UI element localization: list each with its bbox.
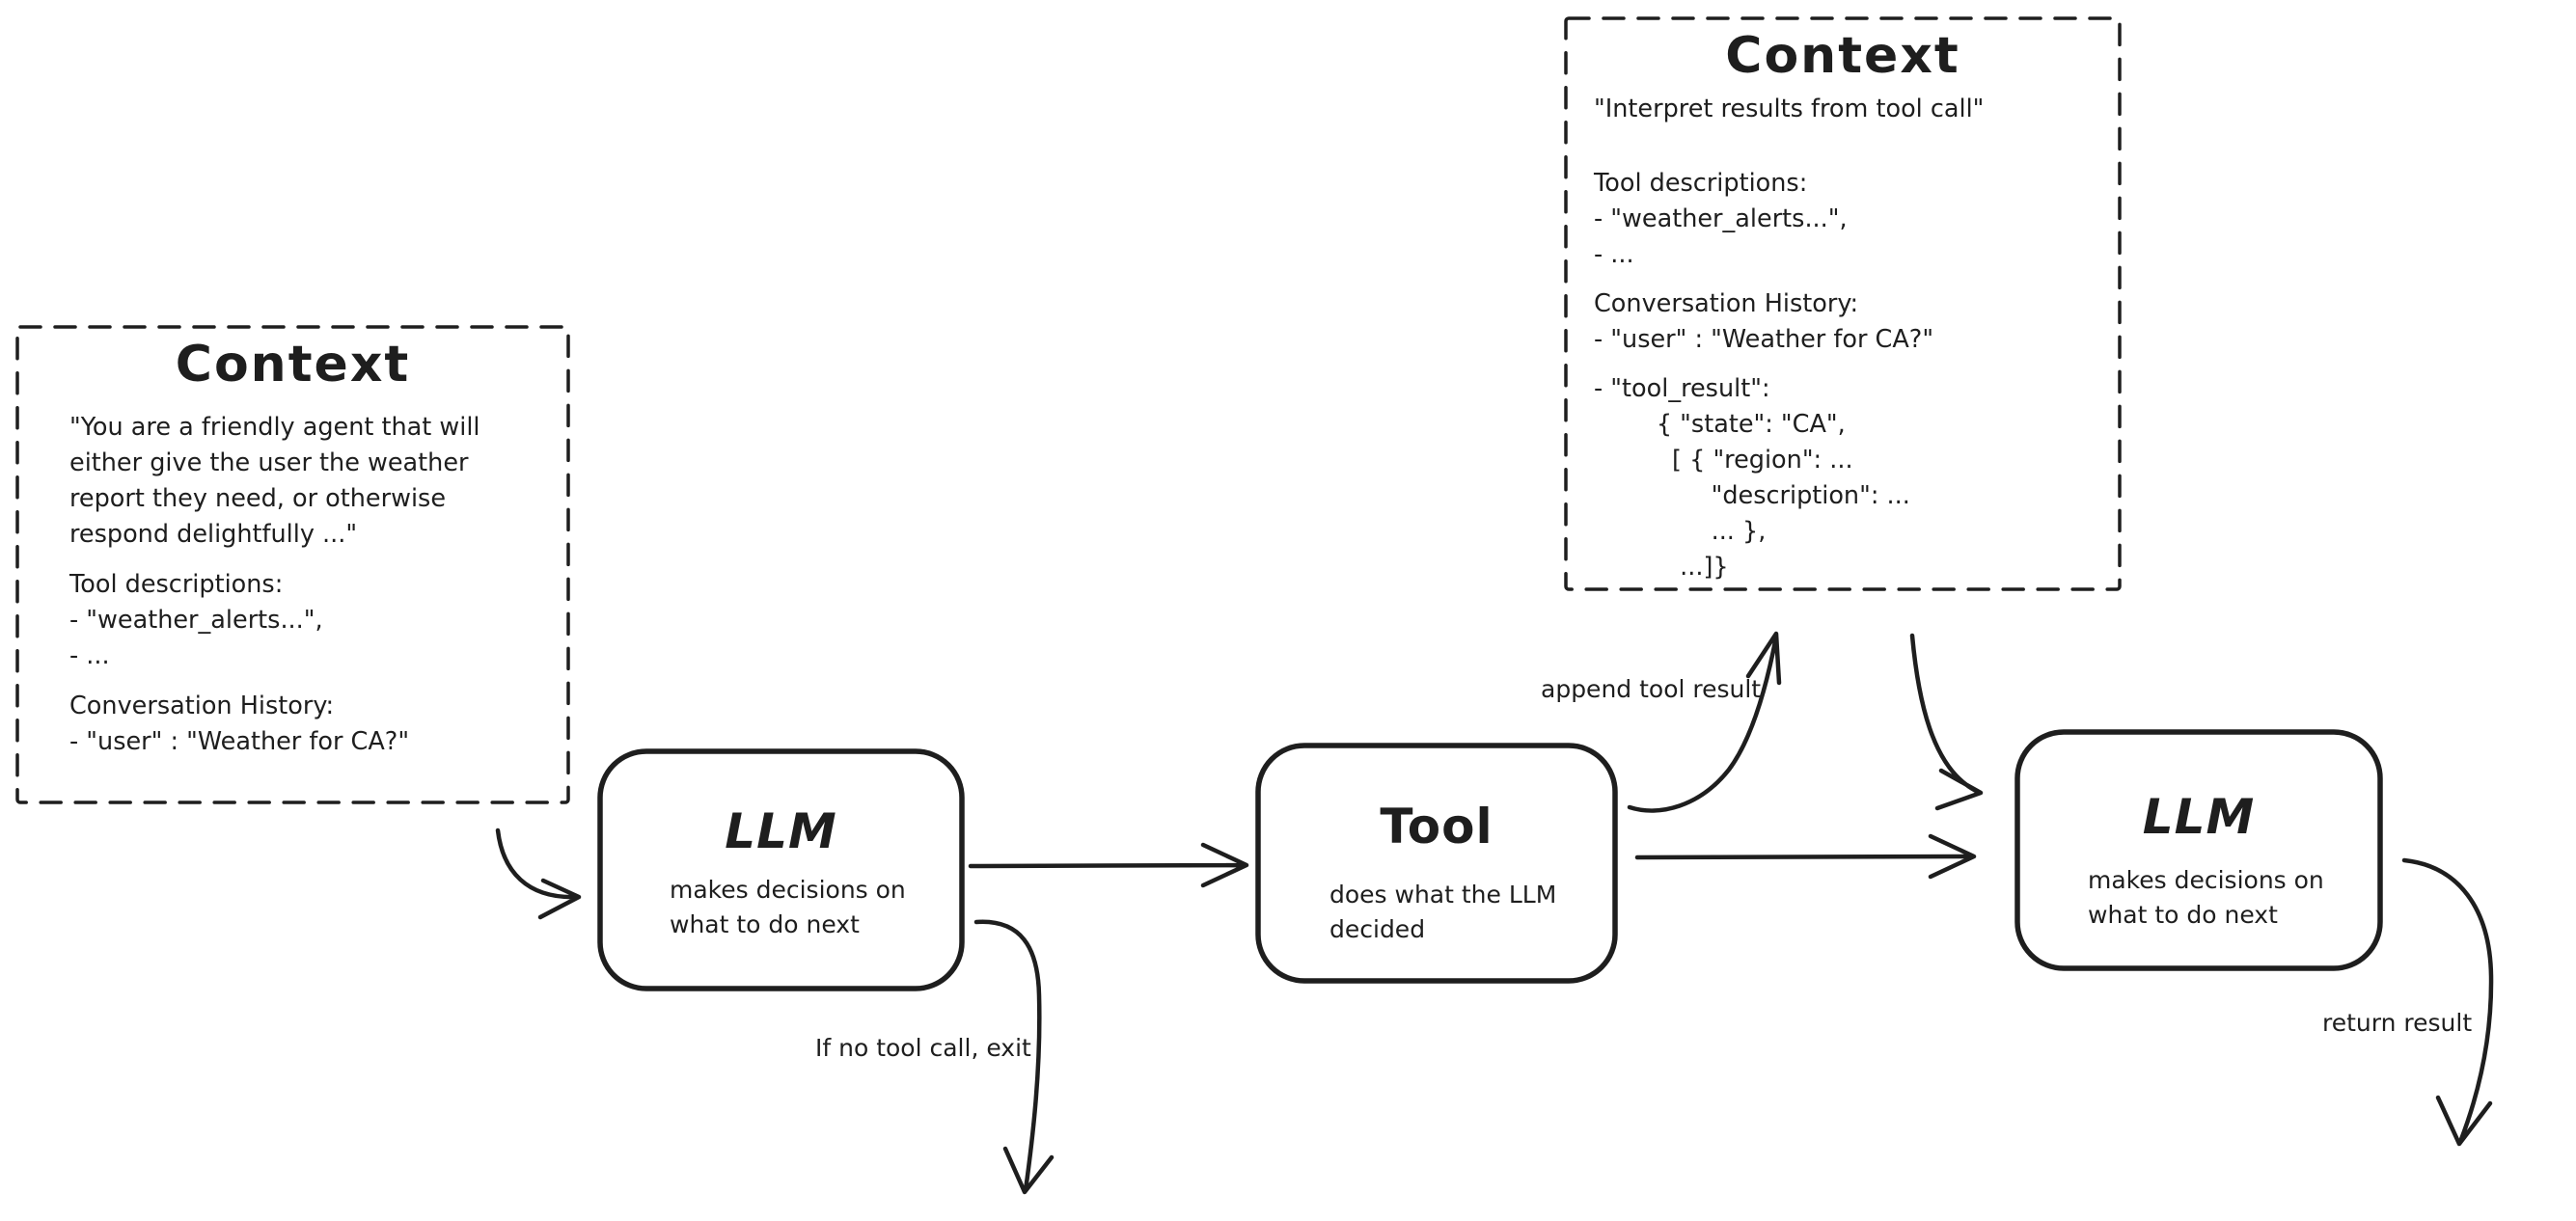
llm2-subtitle: makes decisions on what to do next	[2088, 866, 2324, 929]
tool-node-box	[1255, 743, 1618, 984]
context-left-conversation-history: Conversation History: - "user" : "Weathe…	[69, 692, 410, 756]
context-right-conversation-history: Conversation History: - "user" : "Weathe…	[1594, 289, 1934, 354]
llm1-node-box	[597, 748, 965, 991]
arrow-tool-to-context-right	[1627, 631, 1782, 813]
context-right-title: Context	[1725, 27, 1960, 85]
arrow-llm2-return-result	[2401, 857, 2494, 1147]
context-left-box	[15, 325, 570, 804]
arrow-llm1-exit	[973, 919, 1055, 1195]
arrow-llm1-to-tool	[968, 842, 1249, 888]
context-right-box	[1564, 16, 2122, 591]
context-left-body: "You are a friendly agent that will eith…	[69, 410, 552, 760]
context-left-title: Context	[175, 336, 411, 393]
if-no-tool-call-exit-label: If no tool call, exit	[815, 1034, 1031, 1062]
context-right-instruction: "Interpret results from tool call"	[1594, 95, 1985, 123]
tool-title: Tool	[1380, 799, 1494, 855]
context-right-tool-descriptions: Tool descriptions: - "weather_alerts..."…	[1594, 169, 1848, 269]
llm2-node-box	[2014, 729, 2383, 971]
arrow-context-left-to-llm1	[495, 828, 582, 920]
llm1-title: LLM	[725, 803, 837, 859]
append-tool-result-label: append tool result	[1541, 675, 1762, 703]
llm2-title: LLM	[2142, 789, 2256, 845]
context-left-system-prompt: "You are a friendly agent that will eith…	[69, 413, 480, 549]
return-result-label: return result	[2322, 1009, 2473, 1037]
context-left-tool-descriptions: Tool descriptions: - "weather_alerts..."…	[69, 570, 323, 670]
tool-subtitle: does what the LLM decided	[1329, 881, 1557, 943]
llm1-subtitle: makes decisions on what to do next	[670, 876, 906, 938]
context-right-tool-result: - "tool_result": { "state": "CA", [ { "r…	[1594, 374, 1910, 582]
arrow-tool-to-llm2	[1634, 833, 1977, 880]
arrow-context-right-to-llm2	[1909, 633, 1984, 811]
context-right-body: "Interpret results from tool call" Tool …	[1594, 92, 2105, 585]
